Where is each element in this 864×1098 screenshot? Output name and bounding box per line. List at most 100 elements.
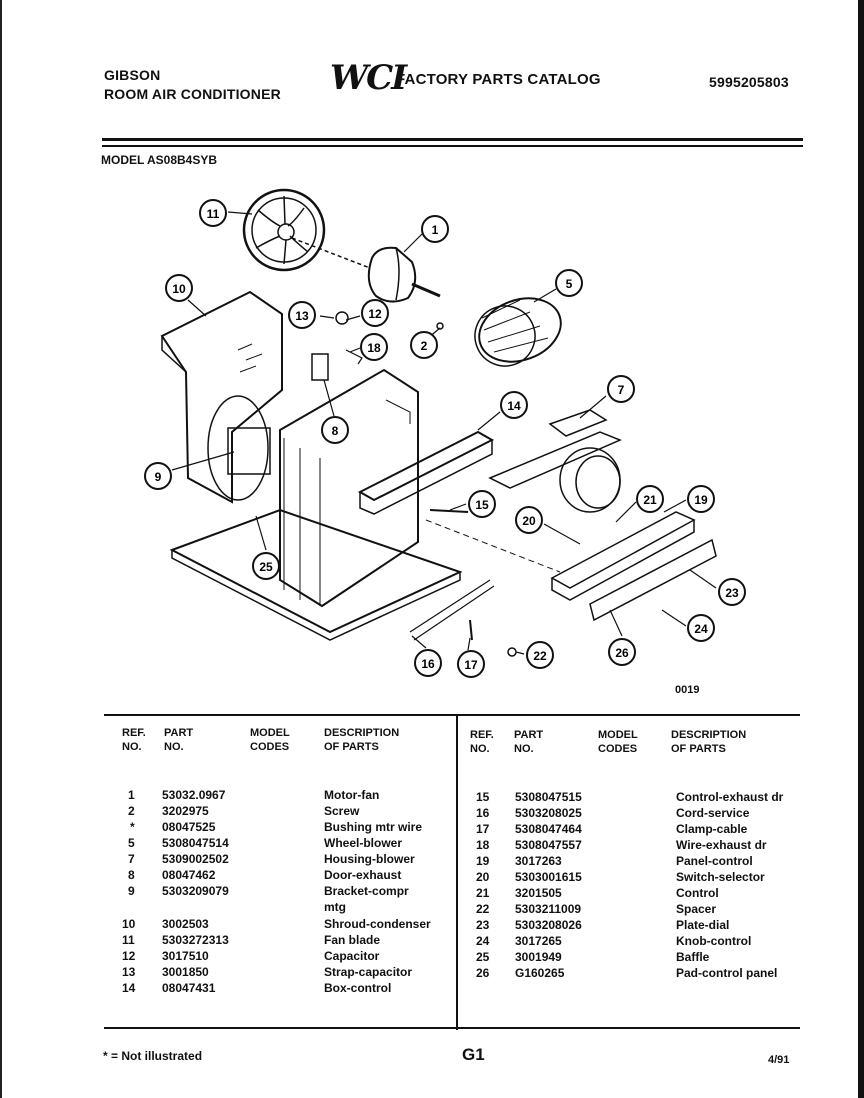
svg-text:14: 14: [507, 399, 521, 413]
part-no: 5308047557: [515, 838, 582, 852]
callout-13: 13: [288, 301, 316, 329]
control-box-drawing: [357, 430, 495, 515]
part-no: 3017265: [515, 934, 562, 948]
fan-motor-drawing: [367, 246, 441, 303]
left-border: [0, 0, 2, 1098]
svg-text:2: 2: [421, 339, 428, 353]
ref-no: 1: [128, 788, 135, 802]
part-desc: Switch-selector: [676, 870, 765, 884]
ref-no: 9: [128, 884, 135, 898]
ref-no: 14: [122, 981, 136, 995]
part-no: 5303209079: [162, 884, 229, 898]
callout-21: 21: [636, 485, 664, 513]
part-no: 3201505: [515, 886, 562, 900]
part-desc: Motor-fan: [324, 788, 380, 802]
control-panel-drawing: [550, 511, 717, 622]
svg-text:10: 10: [172, 282, 186, 296]
brand-name: GIBSON: [104, 67, 161, 83]
part-no: 3202975: [162, 804, 209, 818]
revision-date: 4/91: [768, 1054, 790, 1066]
shroud-drawing: [160, 290, 283, 504]
callout-23: 23: [718, 578, 746, 606]
svg-text:25: 25: [259, 560, 273, 574]
table-rule-bottom: [104, 1027, 800, 1029]
part-desc: Control: [676, 886, 719, 900]
part-no: 3017510: [162, 949, 209, 963]
svg-text:18: 18: [367, 341, 381, 355]
part-no: 5303208025: [515, 806, 582, 820]
header-rule-top: [102, 138, 803, 141]
part-no: 5308047514: [162, 836, 229, 850]
svg-text:17: 17: [464, 658, 478, 672]
ref-no: 25: [476, 950, 490, 964]
callout-2: 2: [410, 331, 438, 359]
svg-text:9: 9: [155, 470, 162, 484]
ref-no: 26: [476, 966, 490, 980]
callout-22: 22: [526, 641, 554, 669]
part-no: G160265: [515, 966, 565, 980]
fan-blade-drawing: [242, 188, 326, 272]
ref-no: 11: [122, 933, 135, 947]
part-no: 5303272313: [162, 933, 229, 947]
svg-text:16: 16: [421, 657, 435, 671]
callout-17: 17: [457, 650, 485, 678]
ref-no: 21: [476, 886, 490, 900]
part-desc: Bracket-compr: [324, 884, 409, 898]
blower-wheel-drawing: [474, 297, 562, 367]
ref-no: 12: [122, 949, 136, 963]
header-ref-right: REF.NO.: [470, 729, 494, 755]
part-no: 08047525: [162, 820, 216, 834]
part-desc: Cord-service: [676, 806, 750, 820]
svg-text:8: 8: [332, 424, 339, 438]
svg-text:1: 1: [432, 223, 439, 237]
part-desc: Door-exhaust: [324, 868, 402, 882]
svg-text:23: 23: [725, 586, 739, 600]
callout-19: 19: [687, 485, 715, 513]
part-desc: Pad-control panel: [676, 966, 778, 980]
part-no: 5303208026: [515, 918, 582, 932]
ref-no: 24: [476, 934, 490, 948]
svg-text:5: 5: [566, 277, 573, 291]
part-desc: Bushing mtr wire: [324, 820, 423, 834]
part-desc: Capacitor: [324, 949, 380, 963]
part-desc: Baffle: [676, 950, 710, 964]
svg-text:7: 7: [618, 383, 625, 397]
callout-18: 18: [360, 333, 388, 361]
ref-no: 2: [128, 804, 135, 818]
part-desc: Screw: [324, 804, 360, 818]
part-no: 5308047515: [515, 790, 582, 804]
callout-16: 16: [414, 649, 442, 677]
part-no: 5303001615: [515, 870, 582, 884]
part-no: 53032.0967: [162, 788, 226, 802]
callout-15: 15: [468, 490, 496, 518]
part-desc: Knob-control: [676, 934, 752, 948]
part-desc: Wheel-blower: [324, 836, 403, 850]
callout-26: 26: [608, 638, 636, 666]
svg-text:20: 20: [522, 514, 536, 528]
ref-no: 16: [476, 806, 490, 820]
ref-no: 13: [122, 965, 136, 979]
wci-logo: WCI: [330, 58, 407, 98]
svg-text:24: 24: [694, 622, 708, 636]
ref-no: 20: [476, 870, 490, 884]
part-no: 3001949: [515, 950, 562, 964]
page-code: G1: [462, 1045, 485, 1064]
part-desc: Control-exhaust dr: [676, 790, 784, 804]
ref-no: 7: [128, 852, 135, 866]
chassis-drawing: [169, 353, 463, 641]
part-no: 3001850: [162, 965, 209, 979]
svg-text:12: 12: [368, 307, 382, 321]
svg-text:13: 13: [295, 309, 309, 323]
part-no: 5308047464: [515, 822, 582, 836]
svg-text:19: 19: [694, 493, 708, 507]
part-desc: Wire-exhaust dr: [676, 838, 767, 852]
part-desc: Fan blade: [324, 933, 381, 947]
callout-12: 12: [361, 299, 389, 327]
svg-text:21: 21: [643, 493, 657, 507]
callout-20: 20: [515, 506, 543, 534]
callout-11: 11: [199, 199, 227, 227]
ref-no: 18: [476, 838, 490, 852]
